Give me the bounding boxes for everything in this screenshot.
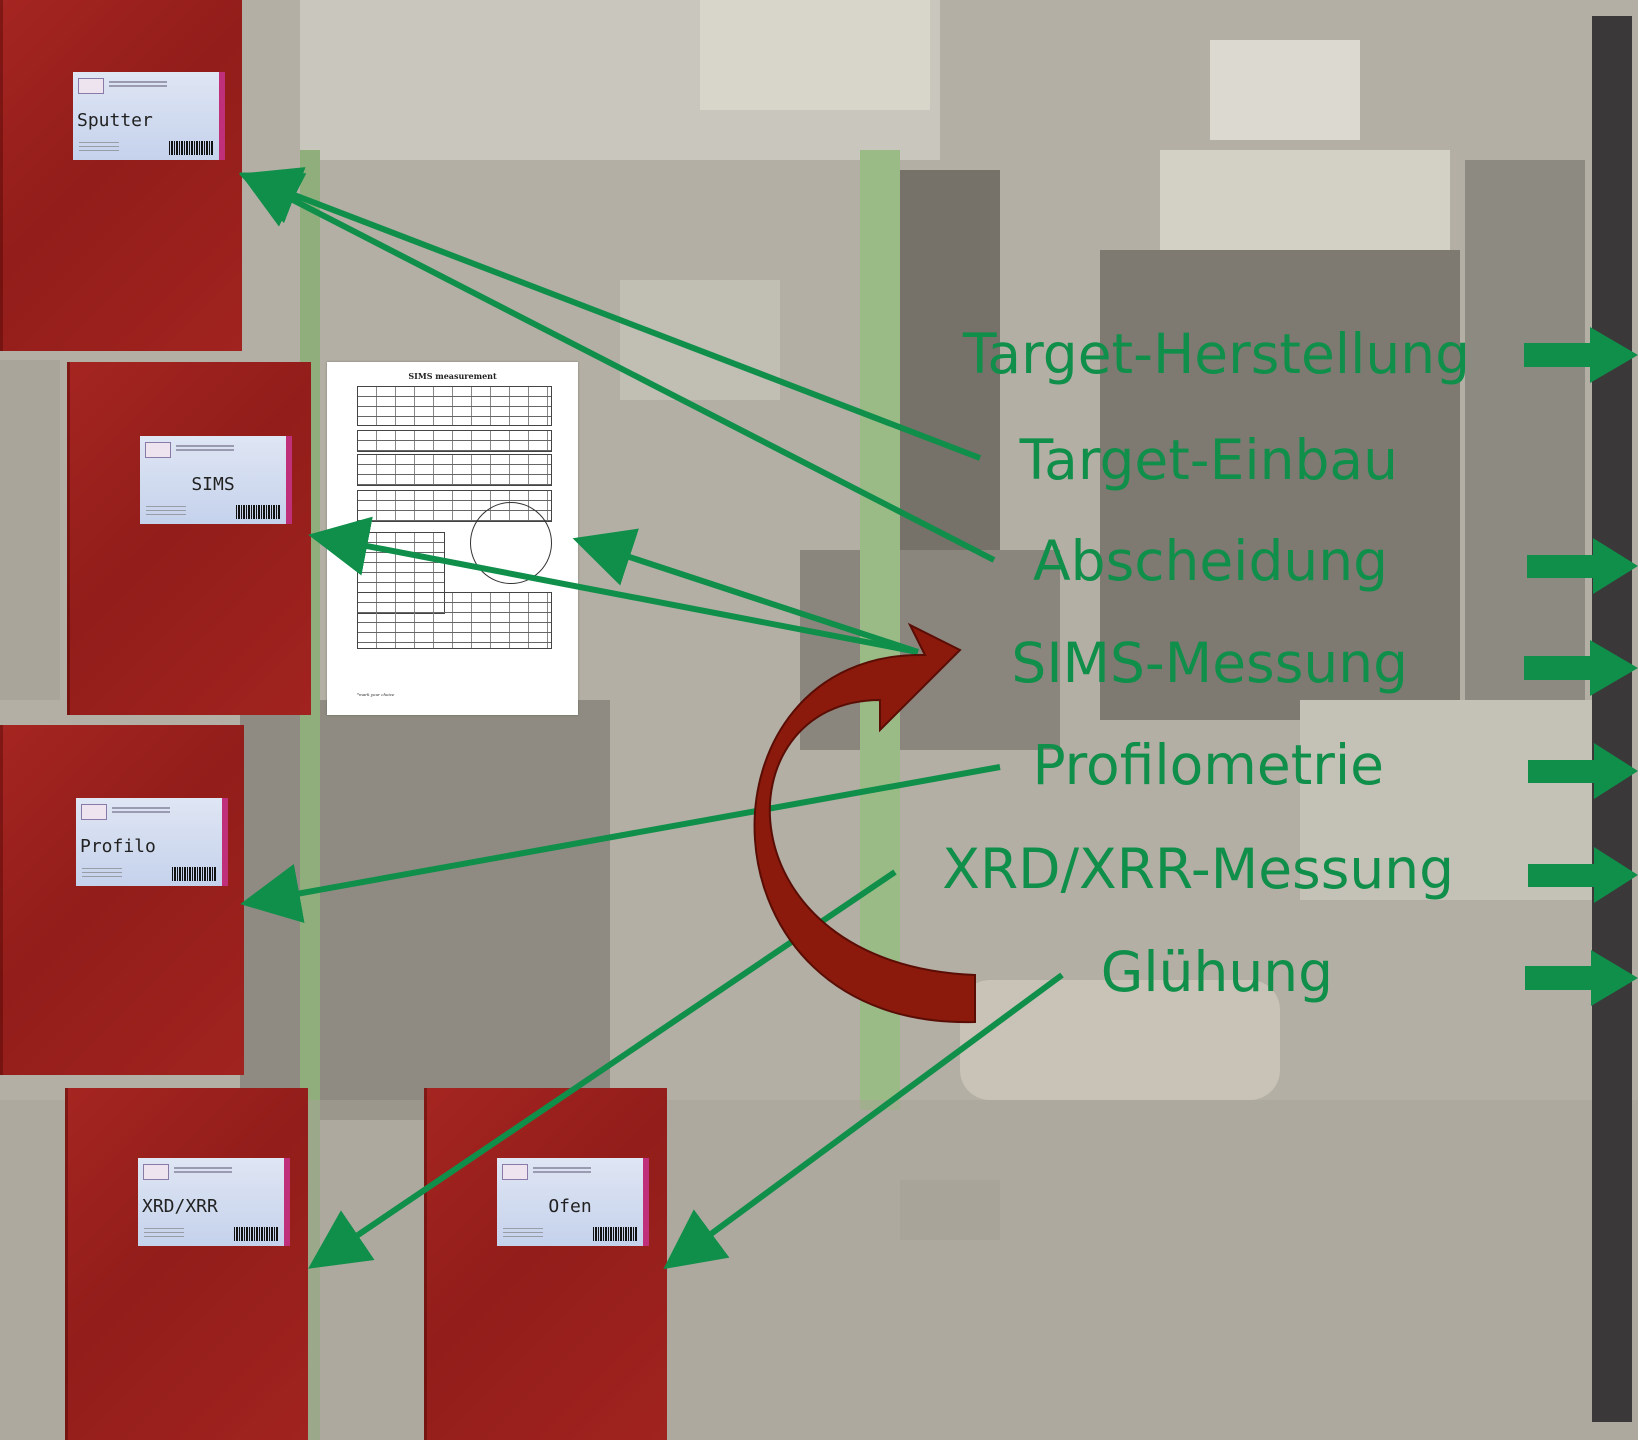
- fine-print: [79, 142, 119, 154]
- barcode-icon: [234, 1227, 278, 1241]
- notebook-xrd-xrr: XRD/XRR: [65, 1088, 308, 1440]
- step-label-sims-messung: SIMS-Messung: [1011, 631, 1408, 695]
- notebook-title: Profilo: [80, 836, 156, 857]
- step-arrow-sims-messung: [1524, 640, 1638, 696]
- fine-print: [82, 868, 122, 880]
- barcode-icon: [172, 867, 216, 881]
- fine-print: [533, 1167, 591, 1169]
- step-arrow-gluehung: [1525, 950, 1638, 1006]
- loop-arrow: [753, 622, 976, 1024]
- fine-print: [176, 445, 234, 447]
- step-label-xrd-xrr-messung: XRD/XRR-Messung: [942, 837, 1454, 901]
- step-arrow-abscheidung: [1527, 538, 1638, 594]
- step-arrow-profilometrie: [1528, 743, 1638, 799]
- notebook-label-card: Sputter: [73, 72, 225, 160]
- form-other-parameters-table: [357, 454, 552, 486]
- connector-profilometrie-to-profilo: [240, 764, 1001, 923]
- step-label-gluehung: Glühung: [1100, 940, 1333, 1004]
- step-arrow-target-herstellung: [1524, 327, 1638, 383]
- step-label-target-herstellung: Target-Herstellung: [962, 322, 1470, 386]
- notebook-label-card: XRD/XRR: [138, 1158, 290, 1246]
- fine-print: [174, 1167, 232, 1169]
- form-parameters-table: [357, 430, 552, 452]
- barcode-icon: [169, 141, 213, 155]
- form-footnote: *mark your choice: [357, 692, 395, 697]
- form-header-table: [357, 386, 552, 426]
- slide-edge-bar: [1592, 16, 1632, 1422]
- sims-measurement-form: SIMS measurement *mark your choice: [327, 362, 578, 715]
- notebook-label-card: Ofen: [497, 1158, 649, 1246]
- brand-logo: [502, 1164, 528, 1180]
- step-label-profilometrie: Profilometrie: [1032, 733, 1384, 797]
- form-crater-table: [357, 592, 552, 649]
- connector-sims-to-form: [572, 528, 919, 655]
- fine-print: [503, 1228, 543, 1240]
- notebook-profilo: Profilo: [0, 725, 244, 1075]
- barcode-icon: [236, 505, 280, 519]
- notebook-title: Sputter: [77, 110, 153, 131]
- brand-logo: [143, 1164, 169, 1180]
- fine-print: [112, 807, 170, 809]
- connector-gluehung-to-ofen: [663, 972, 1064, 1270]
- notebook-title: Ofen: [548, 1196, 592, 1217]
- notebook-title: XRD/XRR: [142, 1196, 218, 1217]
- brand-logo: [78, 78, 104, 94]
- notebook-label-card: Profilo: [76, 798, 228, 886]
- step-label-abscheidung: Abscheidung: [1033, 529, 1388, 593]
- fine-print: [146, 506, 186, 518]
- notebook-sims: SIMS: [67, 362, 311, 715]
- fine-print: [109, 81, 167, 83]
- form-title: SIMS measurement: [408, 371, 497, 381]
- connector-sims-to-sims-notebook: [308, 516, 919, 655]
- step-label-target-einbau: Target-Einbau: [1019, 428, 1398, 492]
- connector-target-einbau-to-sputter: [238, 167, 982, 461]
- barcode-icon: [593, 1227, 637, 1241]
- notebook-label-card: SIMS: [140, 436, 292, 524]
- notebook-title: SIMS: [191, 474, 235, 495]
- brand-logo: [145, 442, 171, 458]
- notebook-ofen: Ofen: [424, 1088, 667, 1440]
- notebook-sputter: Sputter: [0, 0, 242, 351]
- sketch-circle: [470, 502, 552, 584]
- brand-logo: [81, 804, 107, 820]
- connector-abscheidung-to-sputter: [239, 172, 996, 563]
- step-arrow-xrd-xrr-messung: [1528, 847, 1638, 903]
- fine-print: [144, 1228, 184, 1240]
